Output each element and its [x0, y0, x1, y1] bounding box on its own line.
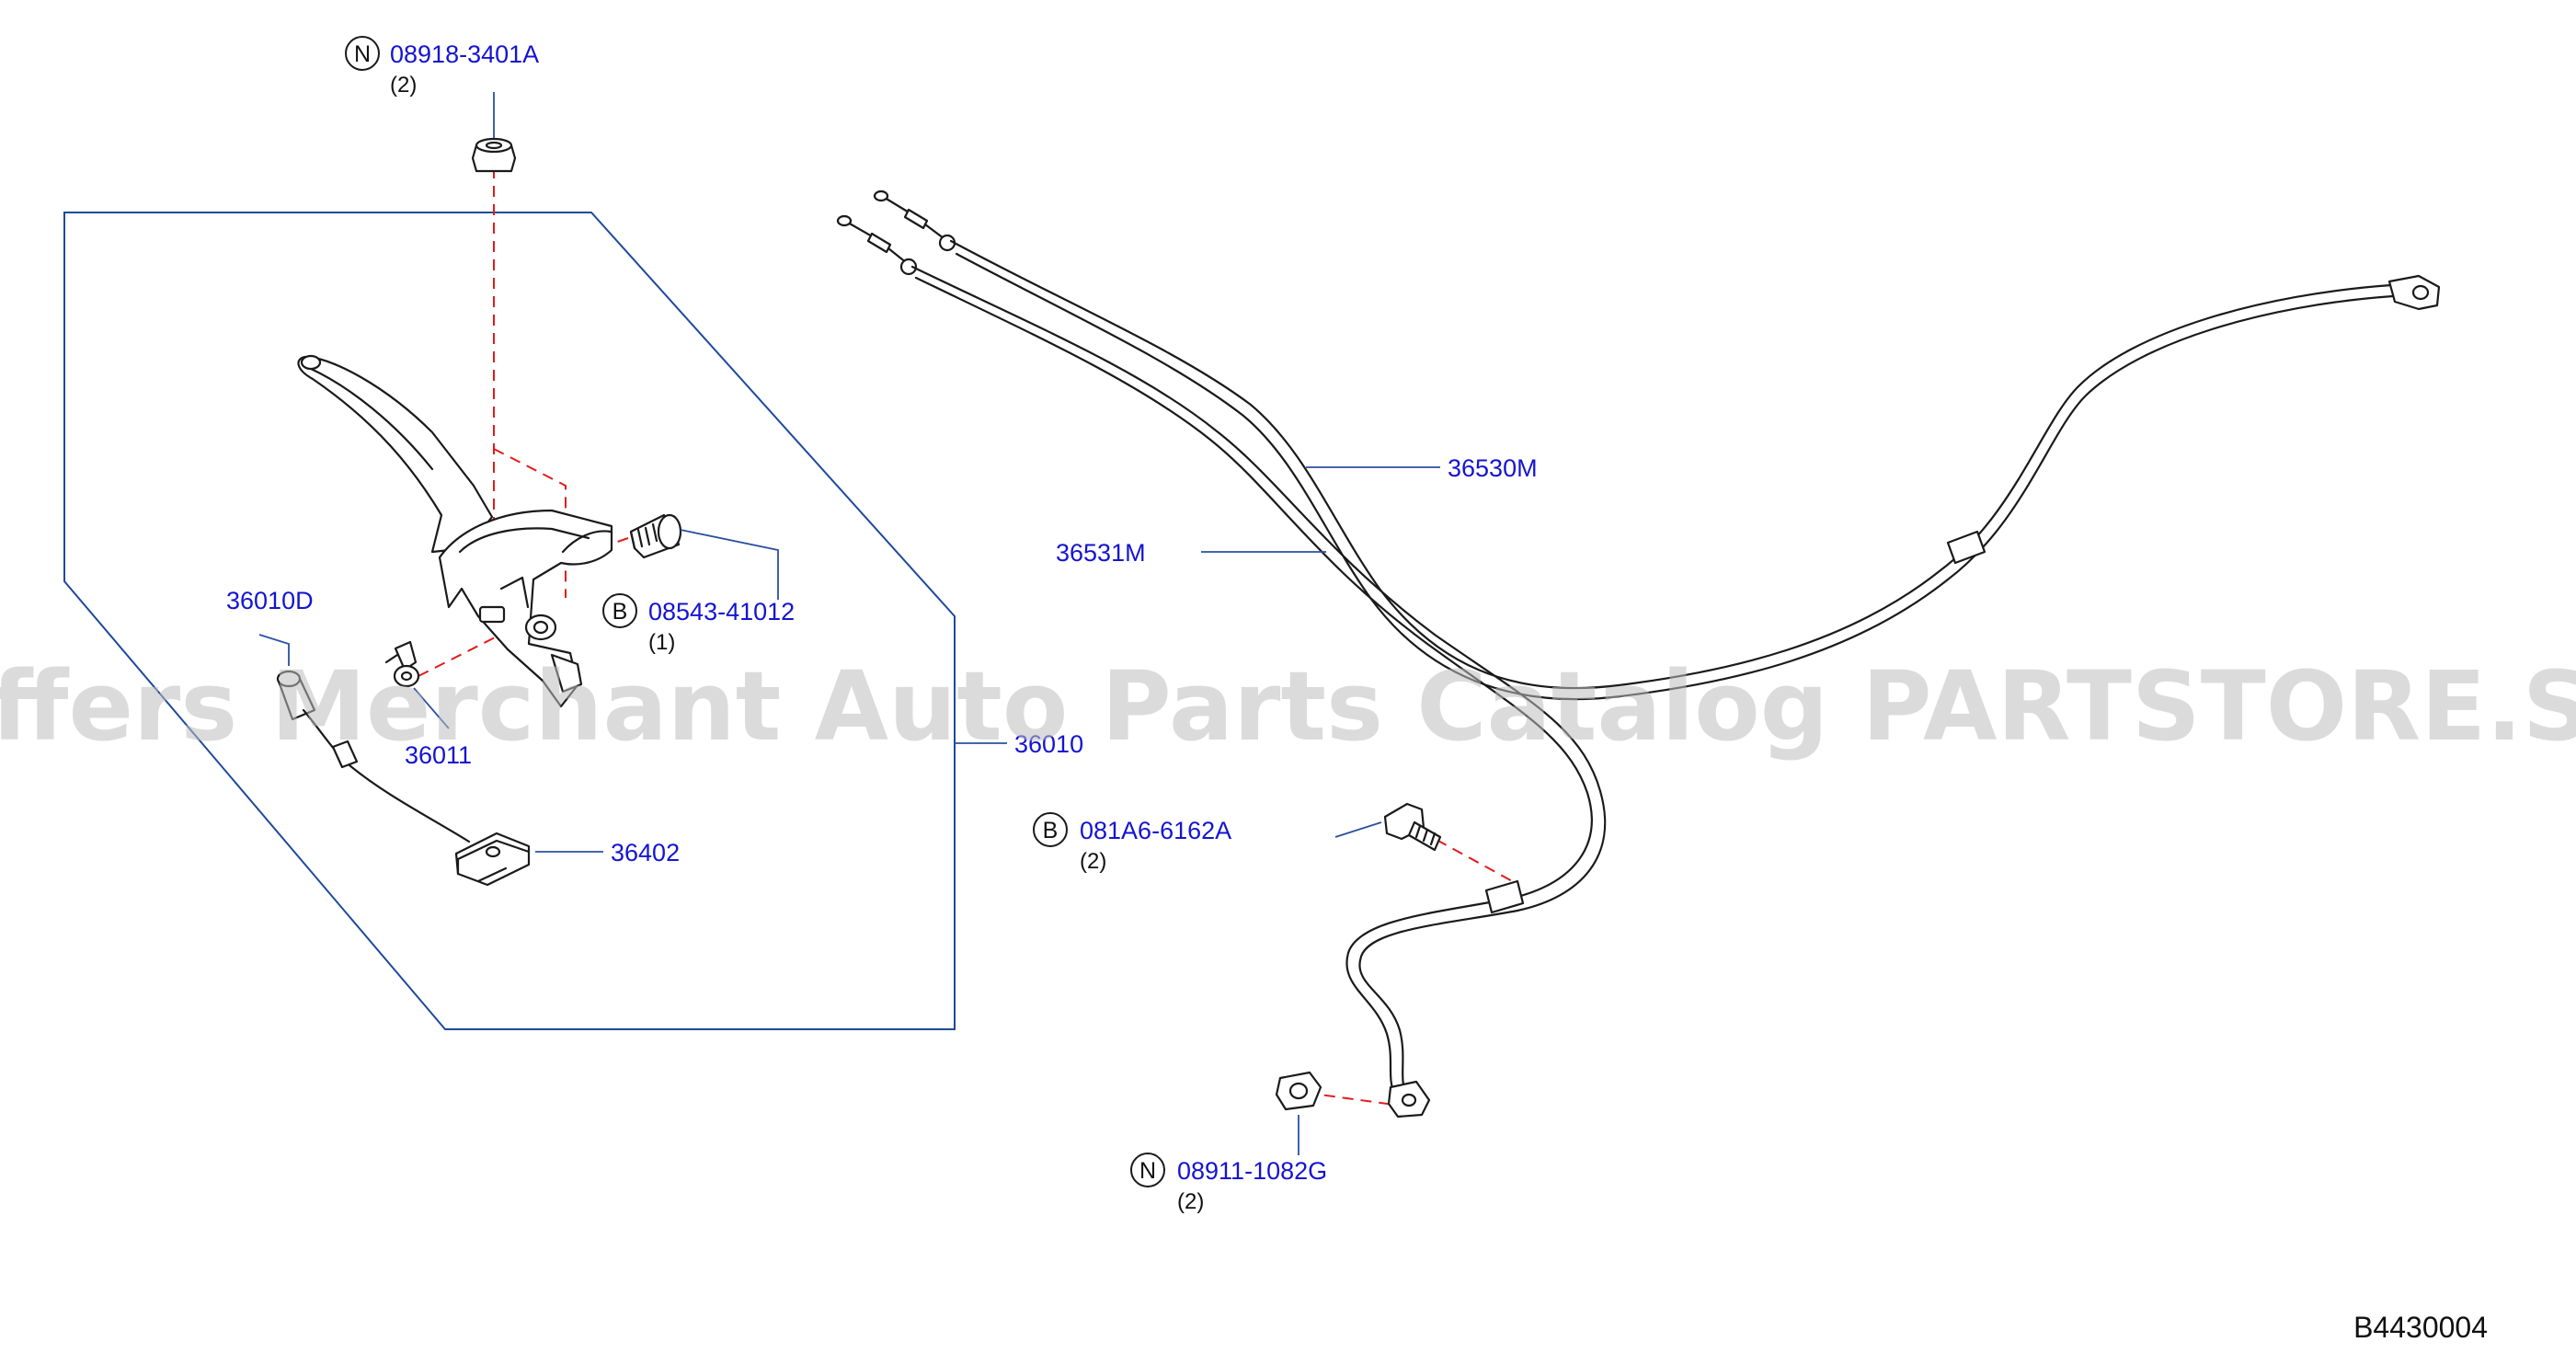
callout-bolt-081a6-6162a[interactable]: B 081A6-6162A (2): [1033, 812, 1231, 874]
nut-top-drawing: [471, 137, 517, 173]
nut-symbol: N: [1139, 1158, 1156, 1184]
part-number-36530m[interactable]: 36530M: [1448, 454, 1538, 482]
cable-36530m-drawing: [873, 189, 2441, 701]
diagram-reference-code: B4430004: [2353, 1311, 2488, 1344]
nut-cable-end-drawing: [1275, 1071, 1322, 1111]
assembly-guide-lines: [418, 167, 1517, 1108]
part-number-081a6-6162a[interactable]: 081A6-6162A: [1080, 817, 1231, 844]
callout-nut-08911-1082g[interactable]: N 08911-1082G (2): [1130, 1153, 1327, 1214]
bolt-symbol: B: [613, 599, 628, 625]
quantity-label: (2): [1177, 1189, 1204, 1214]
part-number-08918-3401a[interactable]: 08918-3401A: [390, 40, 539, 68]
parking-brake-lever-drawing: [297, 354, 613, 708]
part-number-36011[interactable]: 36011: [405, 741, 472, 769]
bolt-symbol: B: [1043, 818, 1059, 843]
switch-and-harness-drawing: [276, 670, 531, 887]
nut-symbol-circle: [345, 36, 380, 71]
clip-drawing: [384, 640, 420, 688]
bolt-upper-drawing: [629, 513, 682, 559]
lever-assembly-frame: [63, 212, 956, 1030]
bolt-symbol-circle: [602, 593, 637, 628]
nut-symbol-circle: [1130, 1153, 1165, 1187]
part-number-36531m[interactable]: 36531M: [1056, 539, 1146, 567]
quantity-label: (2): [390, 73, 417, 98]
part-number-08911-1082g[interactable]: 08911-1082G: [1177, 1157, 1327, 1185]
quantity-label: (1): [648, 630, 675, 655]
nut-symbol: N: [354, 41, 371, 67]
bolt-cable-bracket-drawing: [1383, 802, 1442, 852]
part-number-08543-41012[interactable]: 08543-41012: [648, 598, 795, 625]
watermark-text: Offers Merchant Auto Parts Catalog PARTS…: [0, 650, 2576, 763]
cable-36531m-drawing: [836, 214, 1607, 1118]
part-number-36402[interactable]: 36402: [611, 839, 680, 866]
bolt-symbol-circle: [1033, 812, 1068, 847]
callout-nut-08918-3401a[interactable]: N 08918-3401A (2): [345, 36, 539, 98]
leader-lines: [258, 92, 1440, 1155]
part-number-36010[interactable]: 36010: [1014, 730, 1083, 758]
callout-bolt-08543-41012[interactable]: B 08543-41012 (1): [602, 593, 795, 655]
part-number-36010d[interactable]: 36010D: [226, 587, 314, 614]
quantity-label: (2): [1080, 849, 1106, 874]
